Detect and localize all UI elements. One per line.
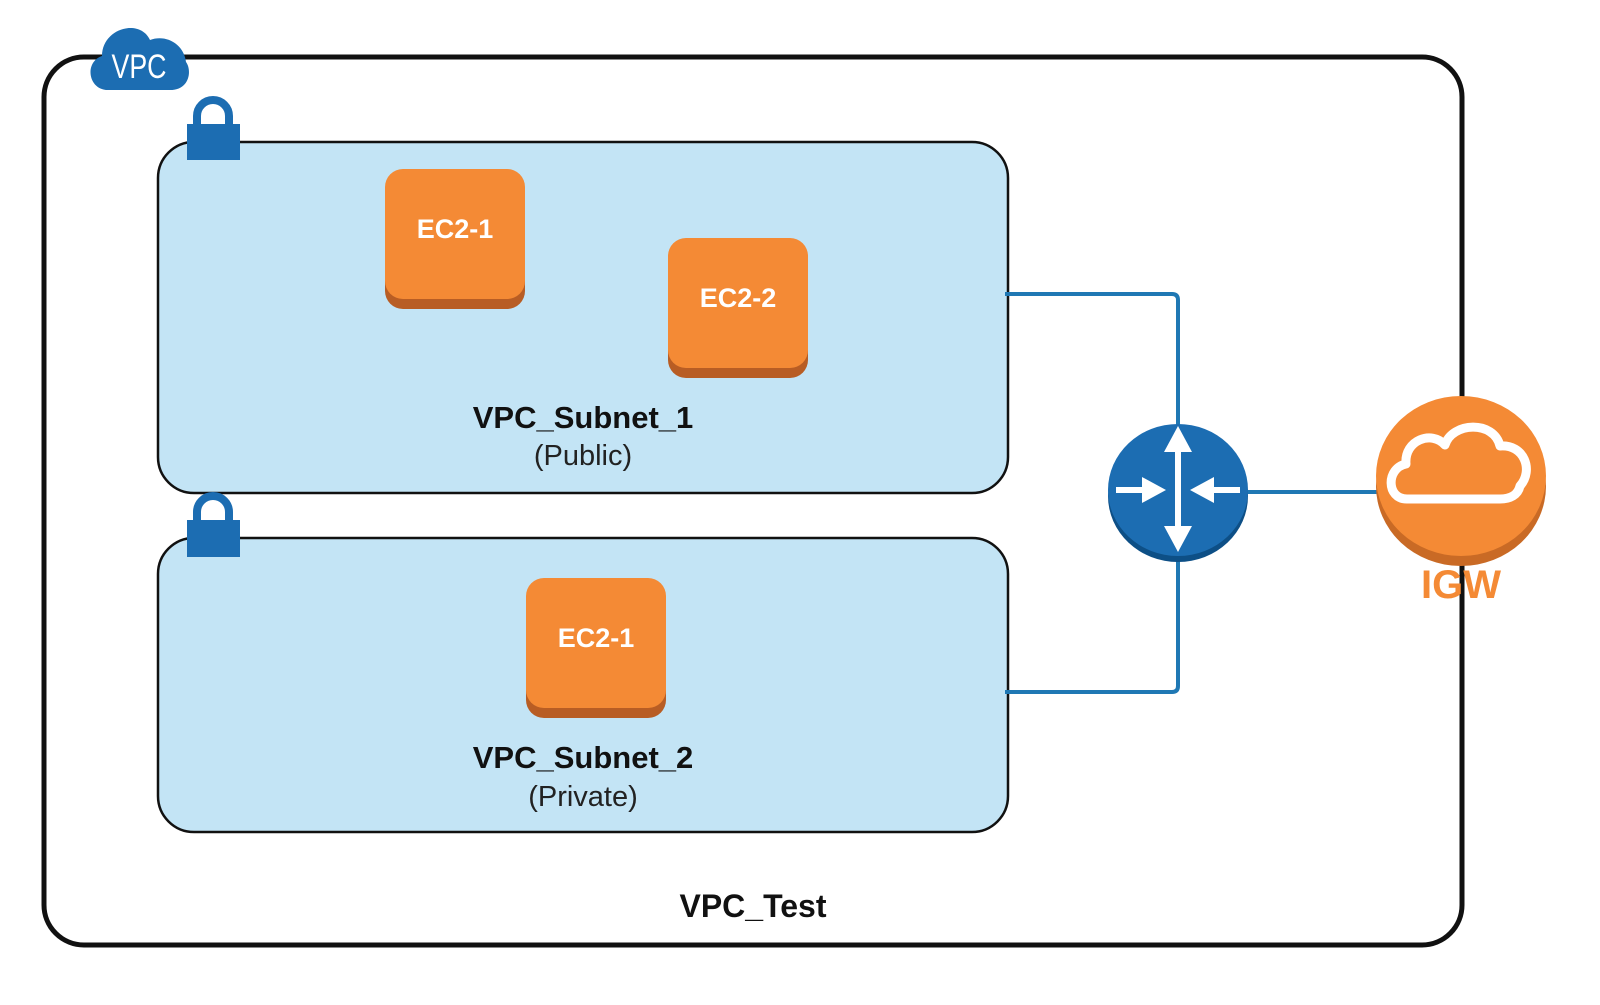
subnet-2-router-link xyxy=(1005,556,1180,694)
ec2-instance: EC2-1 xyxy=(526,578,666,718)
igw-label: IGW xyxy=(1421,563,1501,607)
router-icon xyxy=(1108,424,1248,562)
ec2-instance: EC2-1 xyxy=(385,169,525,309)
vpc-badge-label: VPC xyxy=(112,48,167,86)
subnet-1-box xyxy=(156,140,1010,495)
lock-icon xyxy=(187,492,240,557)
subnet-2-name: VPC_Subnet_2 xyxy=(473,740,694,775)
subnet-1-type: (Public) xyxy=(534,440,632,472)
lock-icon xyxy=(187,96,240,160)
cloud-icon xyxy=(1386,422,1531,504)
vpc-name: VPC_Test xyxy=(679,888,826,924)
vpc-badge: VPC xyxy=(90,28,189,91)
ec2-instance-label: EC2-1 xyxy=(417,214,494,244)
cloud-icon xyxy=(90,28,189,91)
ec2-instance-label: EC2-1 xyxy=(558,623,635,653)
ec2-instance-label: EC2-2 xyxy=(700,283,777,313)
igw-icon xyxy=(1376,396,1546,566)
subnet-2-type: (Private) xyxy=(528,781,638,813)
ec2-instance: EC2-2 xyxy=(668,238,808,378)
subnet-1-name: VPC_Subnet_1 xyxy=(473,400,694,435)
subnet-1-router-link xyxy=(1005,292,1180,430)
